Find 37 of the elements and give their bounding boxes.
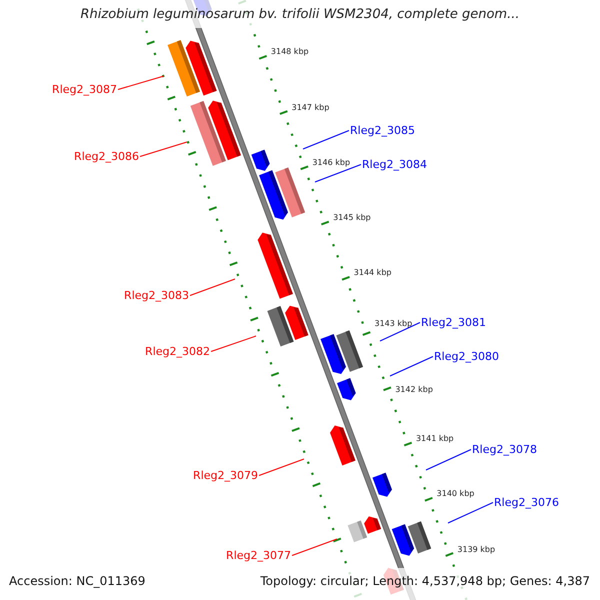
gene-label: Rleg2_3081 xyxy=(421,317,486,328)
leader-line xyxy=(258,458,304,476)
position-label: 3143 kbp xyxy=(374,320,412,328)
gene-label: Rleg2_3083 xyxy=(124,290,189,301)
position-label: 3141 kbp xyxy=(416,435,454,444)
gene-label: Rleg2_3076 xyxy=(494,497,559,508)
position-label: 3147 kbp xyxy=(292,104,330,112)
leader-line xyxy=(302,130,350,150)
position-label: 3140 kbp xyxy=(436,490,474,498)
leader-line xyxy=(292,538,338,556)
position-label: 3148 kbp xyxy=(270,48,309,56)
leader-line xyxy=(210,336,256,352)
leader-line xyxy=(140,142,188,157)
position-label: 3145 kbp xyxy=(333,214,371,222)
gene-label: Rleg2_3087 xyxy=(52,84,117,95)
gene-label: Rleg2_3080 xyxy=(434,351,499,362)
leader-line xyxy=(380,322,420,342)
leader-line xyxy=(190,278,236,296)
position-label: 3144 kbp xyxy=(354,269,392,278)
genome-stats-text: Topology: circular; Length: 4,537,948 bp; Genes: 4,387 xyxy=(260,575,590,587)
position-label: 3142 kbp xyxy=(395,386,433,394)
position-label: 3139 kbp xyxy=(457,546,496,554)
gene-label: Rleg2_3078 xyxy=(472,444,537,455)
gene-label: Rleg2_3079 xyxy=(193,470,258,481)
gene-label: Rleg2_3082 xyxy=(145,346,210,357)
gene-label: Rleg2_3085 xyxy=(350,125,415,136)
leader-line xyxy=(390,356,434,376)
leader-line xyxy=(118,76,164,90)
gene-label: Rleg2_3086 xyxy=(74,151,139,162)
leader-line xyxy=(448,502,494,524)
leader-line xyxy=(426,449,472,470)
leader-line xyxy=(314,164,362,182)
accession-text: Accession: NC_011369 xyxy=(9,575,146,587)
gene-label: Rleg2_3077 xyxy=(226,550,291,561)
gene-label: Rleg2_3084 xyxy=(362,159,427,170)
position-label: 3146 kbp xyxy=(312,158,350,167)
chart-title: Rhizobium leguminosarum bv. trifolii WSM2304, complete genom... xyxy=(80,8,520,21)
